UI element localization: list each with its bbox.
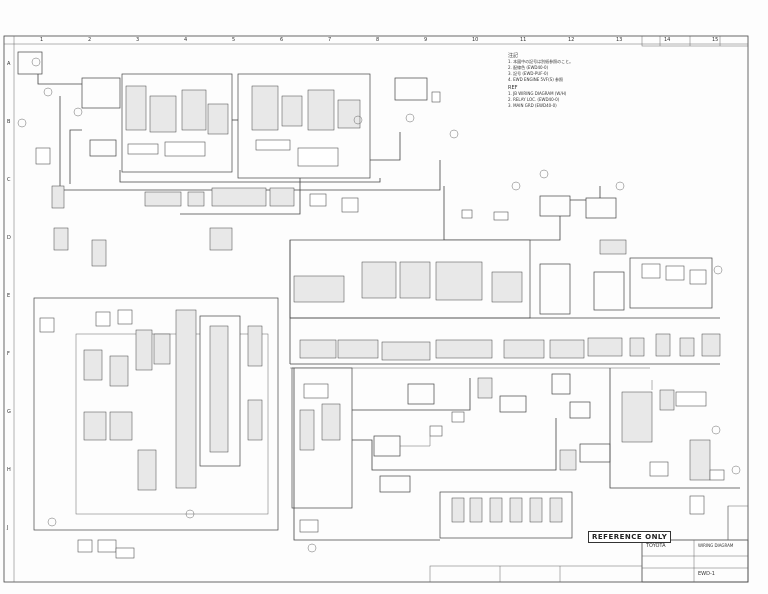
reference-only-stamp: REFERENCE ONLY	[588, 531, 672, 543]
instrument-panel-block	[33, 297, 279, 531]
column-label: 3	[136, 37, 140, 43]
drawing-frame	[3, 35, 749, 583]
row-label: F	[7, 351, 10, 357]
connector-row-1	[144, 191, 182, 207]
column-label: 1	[40, 37, 44, 43]
row-label: B	[7, 119, 11, 125]
relay-block-a	[81, 77, 121, 109]
column-label: 8	[376, 37, 380, 43]
row-label: C	[7, 177, 11, 183]
column-label: 10	[472, 37, 479, 43]
note-4: 4. EWD ENGINE 5VF(S) 参照	[508, 77, 564, 82]
notes-header: 注記	[508, 53, 519, 59]
ref-1: 1. JB WIRING DIAGRAM (W/H)	[508, 91, 567, 96]
revision-strip	[641, 35, 749, 47]
column-label: 13	[616, 37, 623, 43]
title-block-drawing-no: EWD-1	[698, 571, 715, 577]
row-label: H	[7, 467, 11, 473]
note-3: 3. 記号 (EWD-PUF-0)	[508, 71, 549, 76]
row-label: G	[7, 409, 11, 415]
column-label: 11	[520, 37, 527, 43]
column-label: 6	[280, 37, 284, 43]
title-block	[641, 539, 749, 583]
note-2: 2. 配線色 (EWD40-0)	[508, 65, 549, 70]
title-block-company: TOYOTA	[646, 543, 666, 549]
column-label: 5	[232, 37, 236, 43]
battery-block	[17, 51, 43, 75]
row-label: D	[7, 235, 11, 241]
connector-band	[299, 339, 337, 359]
note-1: 1. 本図中の記号は別紙参照のこと。	[508, 59, 574, 64]
column-label: 14	[664, 37, 671, 43]
column-label: 7	[328, 37, 332, 43]
title-block-title: WIRING DIAGRAM	[698, 543, 734, 548]
ref-2: 2. RELAY LOC. (EWD40-0)	[508, 97, 560, 102]
column-label: 2	[88, 37, 92, 43]
row-label: A	[7, 61, 11, 67]
column-label: 4	[184, 37, 188, 43]
column-label: 15	[712, 37, 719, 43]
row-label: E	[7, 293, 11, 299]
row-label: J	[7, 525, 9, 531]
ref-header: REF	[508, 85, 518, 91]
column-label: 12	[568, 37, 575, 43]
column-label: 9	[424, 37, 428, 43]
ref-3: 3. MAIN GRD (EWD40-0)	[508, 103, 557, 108]
